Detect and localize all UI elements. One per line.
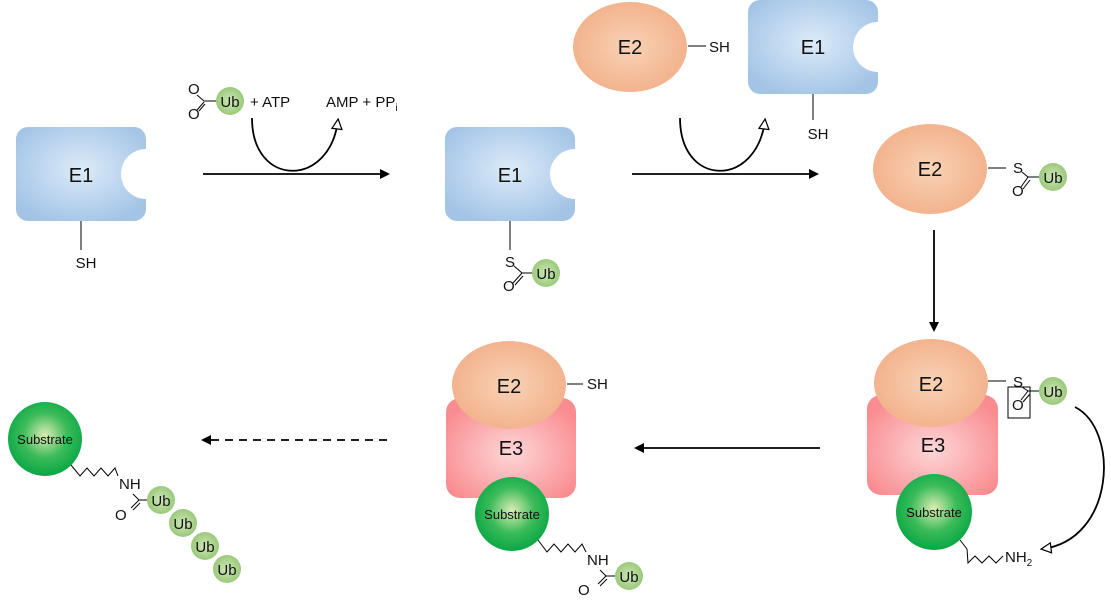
e1-ub-thioester: E1 S O Ub	[445, 127, 575, 295]
e2-ub-thioester: E2 S O Ub	[873, 124, 1067, 214]
ub-bead	[1039, 377, 1067, 405]
substrate-shape	[8, 402, 82, 476]
e1-label: E1	[498, 165, 522, 187]
ub-bead	[532, 259, 560, 287]
ub-label: Ub	[195, 539, 214, 556]
ub-label: Ub	[217, 562, 236, 579]
activation-step: O O Ub + ATP AMP + PPi	[188, 81, 398, 179]
substrate-shape	[896, 474, 972, 550]
svg-text:Ub: Ub	[536, 266, 555, 283]
ub-label: Ub	[173, 516, 192, 533]
cofactor-curve-arrow	[251, 118, 338, 172]
s-label: S	[1013, 160, 1023, 177]
ub-bead	[169, 509, 197, 537]
ub-bead	[191, 532, 219, 560]
e3-label: E3	[921, 435, 945, 457]
substrate-label: Substrate	[484, 507, 540, 522]
e2-label: E2	[918, 159, 942, 181]
svg-text:Ub: Ub	[220, 94, 239, 111]
nucleophilic-attack-arrow	[1042, 406, 1105, 549]
e2-label: E2	[497, 376, 521, 398]
sh-label: SH	[587, 376, 608, 393]
lysine-side-chain	[70, 464, 119, 477]
e3-enzyme-shape	[446, 398, 576, 498]
amp-ppi-label: AMP + PPi	[326, 94, 398, 114]
o-label: O	[503, 278, 515, 295]
o-label: O	[115, 507, 127, 524]
nh2-label: NH2	[1005, 549, 1033, 569]
s-label: S	[1013, 374, 1023, 391]
carbonyl-highlight-box	[1007, 386, 1031, 419]
ub-label: Ub	[151, 493, 170, 510]
s-label: S	[505, 254, 515, 271]
sh-label: SH	[76, 255, 97, 272]
ub-bead	[147, 486, 175, 514]
sh-label: SH	[709, 39, 730, 56]
nh-label: NH	[119, 476, 141, 493]
nh-label: NH	[587, 552, 609, 569]
o-label: O	[188, 81, 200, 98]
ub-bead	[216, 87, 244, 115]
e2-enzyme-shape	[873, 124, 987, 214]
e3-enzyme-shape	[867, 395, 998, 495]
cofactor-curve-arrow	[679, 118, 765, 172]
ub-carboxylate: O O Ub	[188, 81, 244, 123]
svg-text:Ub: Ub	[1043, 384, 1062, 401]
e1-free: E1 SH	[16, 127, 146, 272]
svg-text:Ub: Ub	[1043, 170, 1062, 187]
ub-bead	[213, 555, 241, 583]
substrate-shape	[475, 477, 549, 551]
atp-label: + ATP	[250, 94, 290, 111]
e1-label: E1	[69, 165, 93, 187]
e1-label: E1	[801, 37, 825, 59]
e2-enzyme-shape	[452, 341, 566, 429]
e2-e3-substrate-complex: E2 E3 S O Ub Substrate NH2	[867, 339, 1105, 569]
e2-label: E2	[618, 37, 642, 59]
substrate-label: Substrate	[906, 505, 962, 520]
substrate-label: Substrate	[17, 432, 73, 447]
conjugation-step: E2 SH E1 SH	[573, 0, 878, 179]
o-label: O	[578, 582, 590, 599]
svg-text:Ub: Ub	[619, 569, 638, 586]
sh-label: SH	[808, 126, 829, 143]
e2-enzyme-shape	[874, 339, 988, 427]
ub-bead	[1039, 163, 1067, 191]
e3-label: E3	[499, 438, 523, 460]
ub-bead	[615, 562, 643, 590]
o-label: O	[188, 106, 200, 123]
e2-enzyme-shape	[573, 2, 687, 92]
o-label: O	[1012, 397, 1024, 414]
lysine-side-chain	[959, 539, 1004, 565]
o-label: O	[1012, 183, 1024, 200]
e2-label: E2	[919, 374, 943, 396]
lysine-side-chain	[537, 539, 587, 553]
monoubiquitinated-complex: E2 E3 SH Substrate NH O Ub	[446, 341, 643, 599]
